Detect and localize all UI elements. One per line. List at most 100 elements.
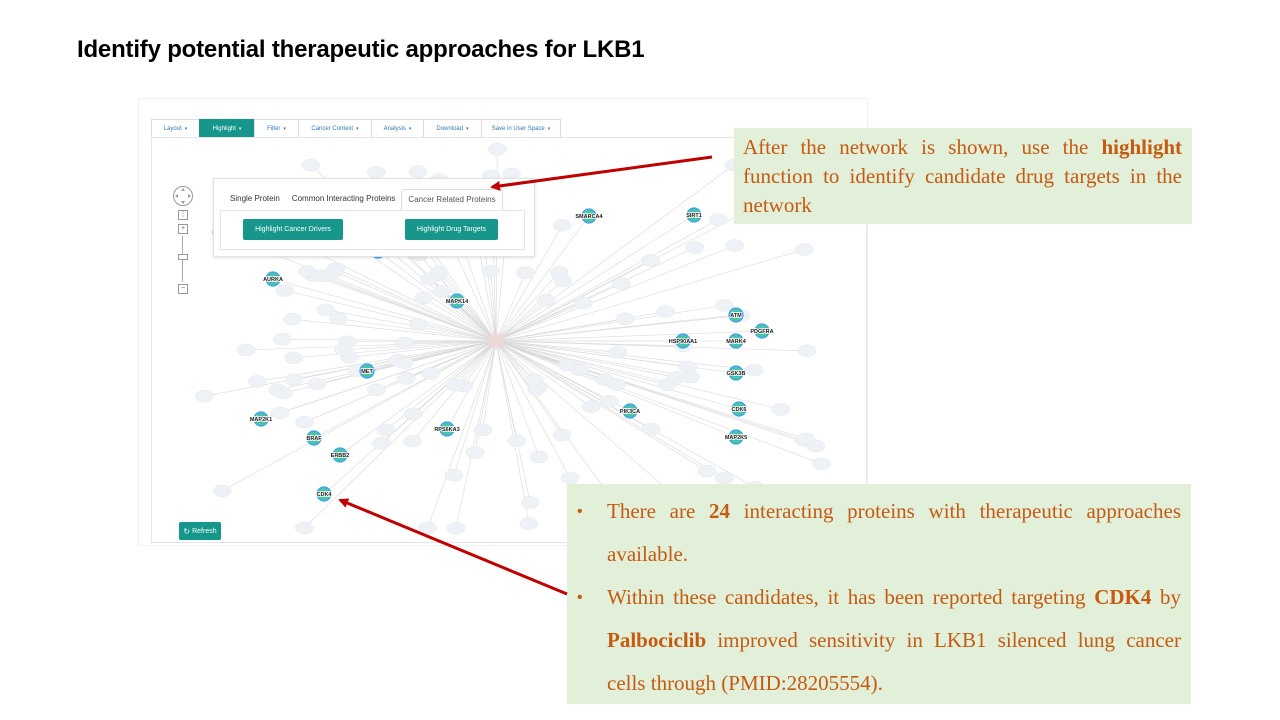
drug-target-node-circle[interactable] [306,430,322,446]
network-node[interactable] [797,344,817,358]
network-node[interactable] [316,303,335,317]
tab-single-protein[interactable]: Single Protein [230,194,280,203]
network-node[interactable] [714,299,734,312]
network-node[interactable] [430,266,449,279]
zoom-in-icon[interactable]: + [178,224,188,234]
network-node[interactable] [725,239,744,252]
network-node[interactable] [212,484,232,498]
network-node[interactable] [273,332,292,346]
network-node[interactable] [403,407,423,421]
network-node[interactable] [714,471,734,485]
network-node[interactable] [641,423,661,436]
drug-target-node[interactable]: ERBB2 [330,447,350,463]
drug-target-node[interactable]: CDK6 [731,401,747,417]
layout-menu-button[interactable]: Layout▾ [151,119,199,138]
network-node[interactable] [236,343,256,357]
drug-target-node[interactable]: PIK3CA [619,403,641,419]
network-node[interactable] [446,378,465,392]
network-node[interactable] [284,351,303,365]
drug-target-node[interactable]: MET [359,363,375,379]
refresh-button[interactable]: ↻ Refresh [179,522,221,540]
network-node[interactable] [667,371,686,384]
drug-target-node[interactable]: MAP2K5 [724,429,748,445]
network-node[interactable] [615,312,635,326]
network-node[interactable] [481,265,501,278]
network-node[interactable] [446,521,466,535]
drug-target-node[interactable]: RPS6KA3 [434,421,460,437]
network-node[interactable] [414,291,433,305]
network-node[interactable] [367,383,386,397]
drug-target-node[interactable]: PDGFRA [750,323,774,339]
network-node[interactable] [444,468,464,482]
drug-target-node-circle[interactable] [316,486,332,502]
network-node[interactable] [283,312,302,326]
network-node[interactable] [607,378,626,391]
network-node[interactable] [519,517,539,530]
drug-target-node-circle[interactable] [253,411,269,427]
zoom-slider[interactable] [178,236,188,282]
network-node[interactable] [771,403,791,416]
network-node[interactable] [297,265,317,278]
network-node[interactable] [409,318,428,331]
network-node[interactable] [612,277,631,290]
drug-target-node-circle[interactable] [449,293,465,309]
network-node[interactable] [284,373,304,387]
network-node[interactable] [525,373,544,387]
network-node[interactable] [270,406,290,420]
network-node[interactable] [273,386,293,400]
network-node[interactable] [295,521,314,535]
network-node[interactable] [328,312,348,325]
drug-target-node[interactable]: BRAF [306,430,323,446]
drug-target-node-circle[interactable] [686,207,702,223]
drug-target-node[interactable]: AURKA [262,271,284,287]
network-node[interactable] [432,285,451,298]
drug-target-node-circle[interactable] [728,333,744,349]
highlight-drug-targets-button[interactable]: Highlight Drug Targets [405,219,498,240]
drug-target-node-circle[interactable] [581,208,597,224]
network-node[interactable] [307,377,327,391]
network-node[interactable] [794,243,814,256]
network-node[interactable] [473,423,493,437]
network-node[interactable] [334,343,353,357]
tab-cancer-related-proteins[interactable]: Cancer Related Proteins [401,189,503,210]
drug-target-node[interactable]: MARK4 [725,333,748,349]
drug-target-node-circle[interactable] [675,333,691,349]
network-graph[interactable]: AKT1TP53RPS6KB1TERTSMARCA4SIRT1AURKAMAPK… [152,138,866,542]
network-node[interactable] [685,241,705,254]
network-node[interactable] [796,432,816,446]
network-node[interactable] [507,434,526,447]
network-node[interactable] [552,428,572,442]
network-node[interactable] [812,457,831,471]
network-node[interactable] [536,294,556,307]
network-node[interactable] [367,166,386,179]
network-node[interactable] [678,360,698,374]
tab-common-interacting-proteins[interactable]: Common Interacting Proteins [291,194,396,203]
network-node[interactable] [697,464,717,478]
network-node[interactable] [552,219,572,232]
pan-control-icon[interactable] [173,186,193,206]
drug-target-node[interactable]: CDK4 [316,486,333,502]
network-node[interactable] [295,415,314,429]
drug-target-node[interactable]: GSK3B [726,365,746,381]
highlight-cancer-drivers-button[interactable]: Highlight Cancer Drivers [243,219,343,240]
network-node[interactable] [376,423,396,437]
network-node[interactable] [656,305,675,318]
network-node[interactable] [397,372,416,385]
download-menu-button[interactable]: Download▾ [423,119,481,138]
center-node-lkb1[interactable] [488,333,504,349]
zoom-out-icon[interactable]: − [178,284,188,294]
drug-target-node-circle[interactable] [728,307,744,323]
network-node[interactable] [608,346,628,359]
drug-target-node[interactable]: HSP90AA1 [668,333,698,349]
drug-target-node-circle[interactable] [728,429,744,445]
network-node[interactable] [395,336,415,350]
drug-target-node-circle[interactable] [265,271,281,287]
network-node[interactable] [195,389,214,403]
network-node[interactable] [418,521,437,535]
network-node[interactable] [516,266,535,279]
network-node[interactable] [708,213,728,226]
network-node[interactable] [275,284,295,297]
drug-target-node-circle[interactable] [332,447,348,463]
drug-target-node[interactable]: SIRT1 [685,207,703,223]
analysis-menu-button[interactable]: Analysis▾ [371,119,423,138]
